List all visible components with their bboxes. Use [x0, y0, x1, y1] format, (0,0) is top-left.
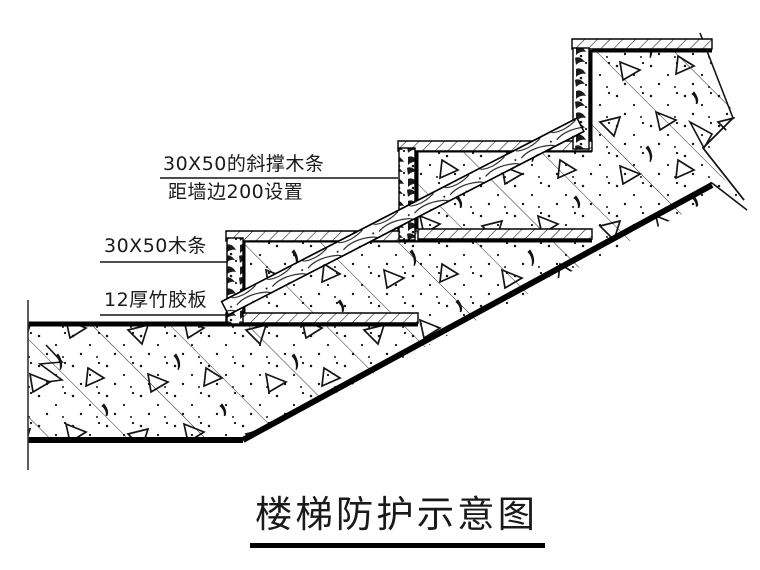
annotation-batten: 30X50木条: [100, 235, 228, 263]
concrete-stair-body: [28, 47, 740, 443]
stair-soffit-line: [28, 182, 714, 443]
annotation-brace-line1: 30X50的斜撑木条: [163, 153, 324, 175]
drawing-title-group: 楼梯防护示意图: [250, 493, 545, 548]
drawing-title-underline: [250, 543, 545, 548]
annotation-brace-line2: 距墙边200设置: [168, 181, 303, 203]
annotation-batten-line1: 30X50木条: [104, 235, 207, 257]
drawing-title: 楼梯防护示意图: [255, 493, 538, 536]
annotation-plywood: 12厚竹胶板: [100, 289, 228, 316]
break-line-left: [27, 300, 65, 470]
break-line-right-lower: [711, 182, 748, 211]
annotation-plywood-line1: 12厚竹胶板: [104, 289, 207, 311]
concrete-hatch-fill: [28, 48, 740, 440]
break-line-right: [688, 32, 745, 201]
diagonal-wood-brace: [220, 117, 585, 316]
bamboo-plywood-sheathing: [225, 38, 713, 324]
annotation-brace: 30X50的斜撑木条 距墙边200设置: [160, 153, 398, 203]
tread-concrete-edges: [28, 47, 712, 327]
